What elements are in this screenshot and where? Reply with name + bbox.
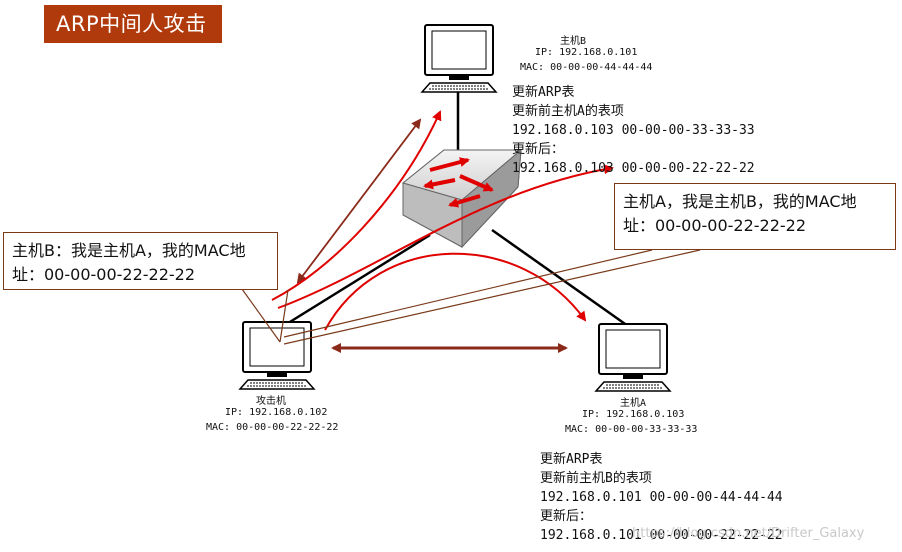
- link-switch-host-a: [491, 228, 629, 328]
- host-a-ip: IP: 192.168.0.103: [582, 409, 685, 420]
- spoof-to-host-b-arrow: [271, 110, 442, 301]
- host-a-computer-icon: [594, 323, 672, 392]
- brown-arrows: [296, 118, 568, 353]
- diagram-title: ARP中间人攻击: [44, 5, 222, 43]
- host-b-name: 主机B: [560, 36, 587, 47]
- callout-pointers: [241, 249, 701, 345]
- attacker-to-host-b-arrow: [296, 118, 422, 284]
- host-a-name: 主机A: [620, 398, 647, 409]
- attacker-mac: MAC: 00-00-00-22-22-22: [206, 422, 339, 433]
- attacker-name: 攻击机: [256, 396, 286, 407]
- attacker-ip: IP: 192.168.0.102: [225, 407, 328, 418]
- link-switch-attacker: [284, 233, 431, 327]
- host-b-mac: MAC: 00-00-00-44-44-44: [520, 62, 653, 73]
- red-arrows: [271, 110, 614, 331]
- host-b-computer-icon: [420, 24, 498, 93]
- watermark: https://blog.csdn.net/Drifter_Galaxy: [632, 526, 865, 541]
- callout-to-host-b: 主机B：我是主机A，我的MAC地址：00-00-00-22-22-22: [3, 232, 278, 290]
- arp-table-update-arrow: [277, 164, 614, 309]
- switch-icon: [401, 148, 523, 249]
- host-b-ip: IP: 192.168.0.101: [535, 47, 638, 58]
- spoof-to-host-a-arrow: [324, 252, 587, 331]
- callout-to-host-a: 主机A，我是主机B，我的MAC地址：00-00-00-22-22-22: [614, 183, 896, 250]
- host-a-mac: MAC: 00-00-00-33-33-33: [565, 424, 698, 435]
